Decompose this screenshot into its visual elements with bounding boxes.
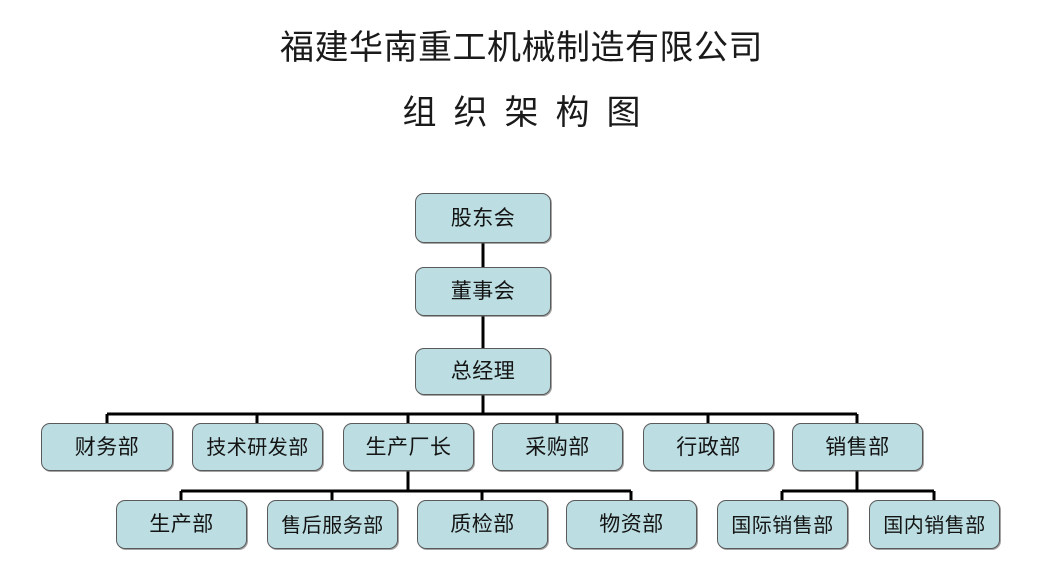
node-general-manager[interactable]: 总经理 <box>415 348 551 395</box>
page-title: 福建华南重工机械制造有限公司 <box>280 28 763 68</box>
node-plant-manager[interactable]: 生产厂长 <box>343 423 474 471</box>
node-sales-department[interactable]: 销售部 <box>792 423 923 471</box>
node-materials-department[interactable]: 物资部 <box>566 500 697 549</box>
node-quality-department[interactable]: 质检部 <box>417 500 548 549</box>
node-purchasing-department[interactable]: 采购部 <box>492 423 623 471</box>
node-production-department[interactable]: 生产部 <box>116 500 247 549</box>
node-international-sales-department[interactable]: 国际销售部 <box>717 500 848 549</box>
node-board[interactable]: 董事会 <box>415 267 551 316</box>
node-admin-department[interactable]: 行政部 <box>643 423 774 471</box>
node-finance-department[interactable]: 财务部 <box>41 423 173 471</box>
node-domestic-sales-department[interactable]: 国内销售部 <box>869 500 1000 549</box>
node-shareholders[interactable]: 股东会 <box>415 193 551 243</box>
page-subtitle: 组织架构图 <box>402 93 658 133</box>
node-rnd-department[interactable]: 技术研发部 <box>192 423 323 471</box>
node-after-sales-department[interactable]: 售后服务部 <box>267 500 398 549</box>
